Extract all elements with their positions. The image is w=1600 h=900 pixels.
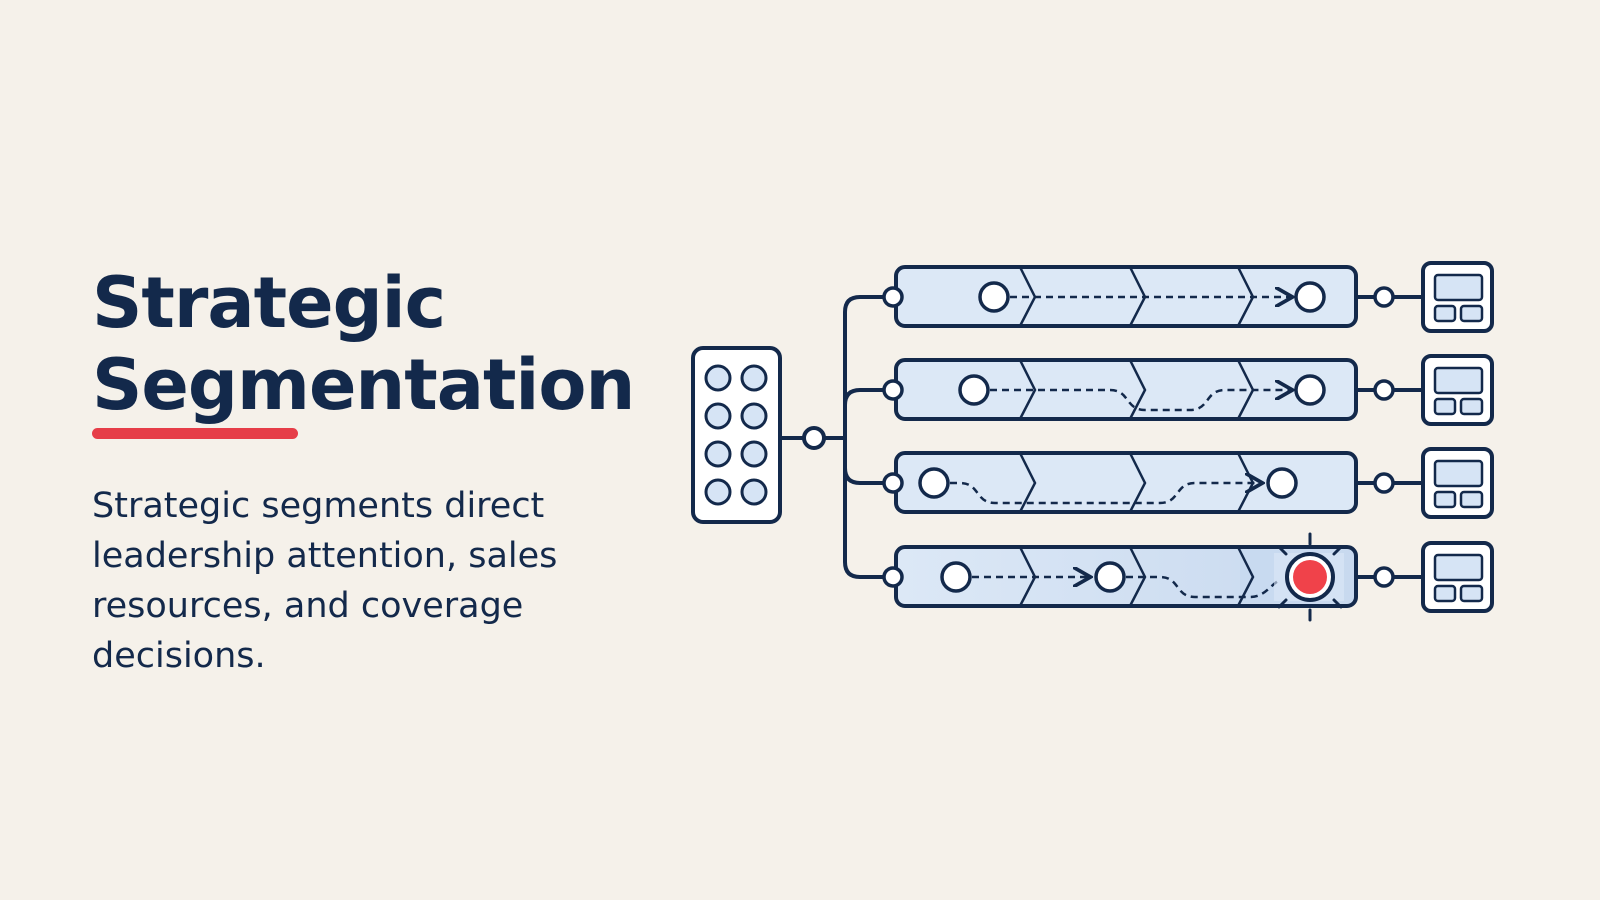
dashboard-icon (1421, 447, 1494, 519)
title-underline (92, 428, 298, 439)
slide-title: Strategic Segmentation (92, 262, 635, 426)
dashboard-icon (1421, 354, 1494, 426)
title-line-1: Strategic (92, 262, 446, 344)
segmentation-diagram (691, 261, 1494, 622)
dashboard-icon (1421, 261, 1494, 333)
lane-4 (882, 532, 1422, 622)
dashboard-icon (1421, 541, 1494, 613)
slide-body-text: Strategic segments direct leadership att… (92, 486, 558, 676)
lane-2 (882, 358, 1422, 421)
segment-grid-icon (691, 346, 782, 524)
lane-3 (882, 451, 1422, 514)
lane-1 (882, 265, 1422, 328)
text-block: Strategic Segmentation Strategic segment… (92, 262, 635, 681)
alert-node-icon (1274, 532, 1344, 622)
title-line-2: Segmentation (92, 344, 635, 426)
trunk-connector (780, 295, 886, 579)
